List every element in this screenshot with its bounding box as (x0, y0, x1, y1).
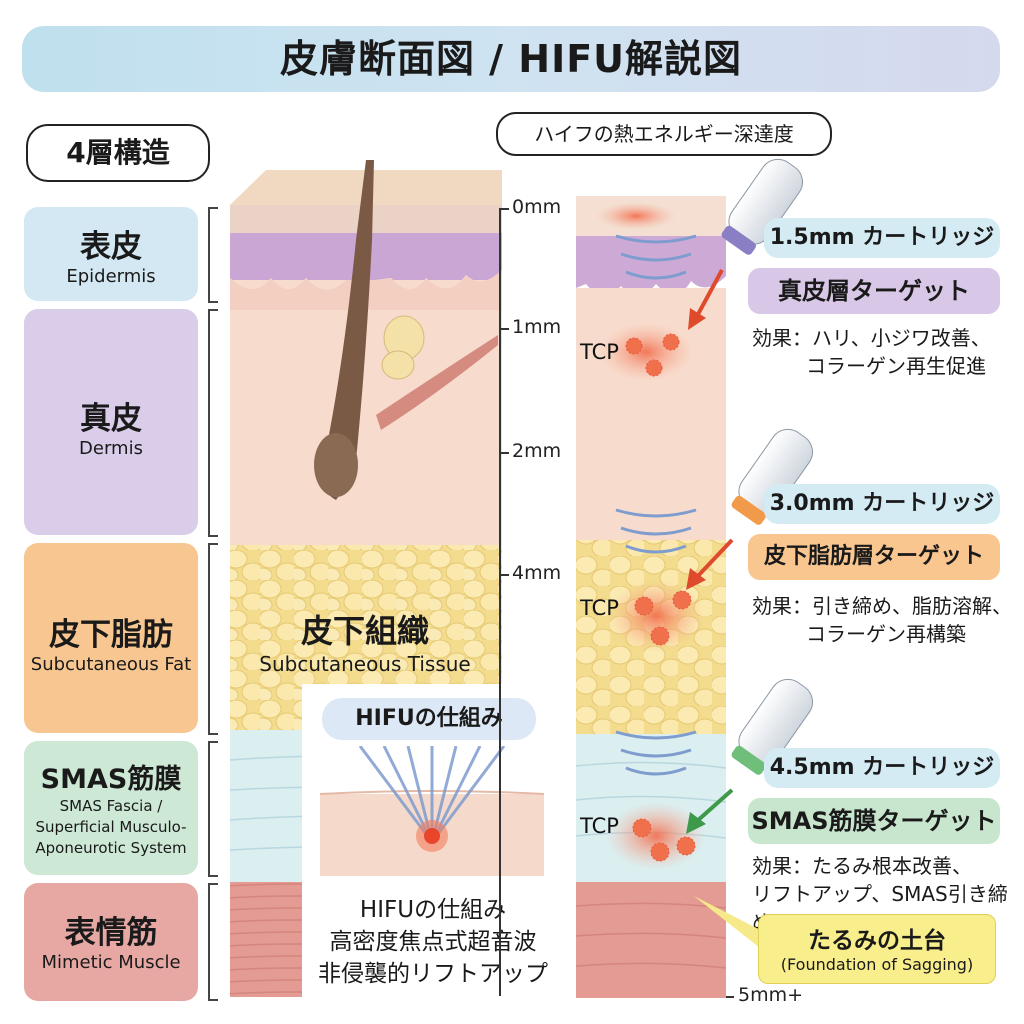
depth-header: ハイフの熱エネルギー深達度 (496, 112, 832, 156)
cartridge-1-label: 1.5mm カートリッジ (764, 218, 1000, 258)
layer-muscle: 表情筋 Mimetic Muscle (24, 883, 198, 1001)
cartridge-1-effect-1: 効果：ハリ、小ジワ改善、 (752, 326, 991, 350)
depth-tick-4 (724, 996, 734, 998)
depth-tick-0 (499, 208, 509, 210)
depth-label-3: 4mm (512, 562, 562, 584)
page-title: 皮膚断面図 / HIFU解説図 (279, 37, 743, 81)
structure-label: 4層構造 (26, 124, 210, 182)
tcp-label-2: TCP (580, 596, 619, 620)
tissue-label-ja: 皮下組織 (300, 612, 429, 650)
layer-epidermis-en: Epidermis (66, 266, 156, 287)
layer-dermis-ja: 真皮 (80, 401, 142, 437)
title-bar: 皮膚断面図 / HIFU解説図 (22, 26, 1000, 92)
foundation-callout: たるみの土台 (Foundation of Sagging) (758, 914, 996, 984)
depth-tick-2 (499, 452, 509, 454)
cartridge-3-effect-1: 効果：たるみ根本改善、 (752, 854, 972, 878)
cartridge-1-effect-2: コラーゲン再生促進 (806, 354, 986, 378)
cartridge-2-label: 3.0mm カートリッジ (764, 484, 1000, 524)
tcp-label-1: TCP (580, 340, 619, 364)
depth-tick-3 (499, 574, 509, 576)
layer-fat-ja: 皮下脂肪 (49, 617, 173, 653)
layer-smas-ja: SMAS筋膜 (40, 764, 182, 795)
bracket-smas (208, 741, 218, 877)
depth-tick-1 (499, 328, 509, 330)
cartridge-devices (686, 158, 813, 834)
layer-dermis-en: Dermis (79, 438, 143, 459)
cartridge-1-target: 真皮層ターゲット (748, 268, 1000, 314)
depth-axis-line (499, 208, 501, 996)
mechanism-line-1: HIFUの仕組み (359, 897, 507, 923)
depth-label-4: 5mm+ (738, 984, 804, 1006)
cartridge-2-target: 皮下脂肪層ターゲット (748, 534, 1000, 580)
bracket-epidermis (208, 207, 218, 303)
layer-muscle-en: Mimetic Muscle (41, 952, 181, 973)
mechanism-header: HIFUの仕組み (322, 698, 536, 740)
tcp-label-3: TCP (580, 814, 619, 838)
layer-fat: 皮下脂肪 Subcutaneous Fat (24, 543, 198, 733)
depth-label-1: 1mm (512, 316, 562, 338)
layer-epidermis-ja: 表皮 (80, 229, 142, 265)
mechanism-line-2: 高密度焦点式超音波 (329, 929, 537, 955)
mechanism-line-3: 非侵襲的リフトアップ (318, 961, 548, 987)
skin-cross-section (229, 160, 502, 997)
layer-epidermis: 表皮 Epidermis (24, 207, 198, 301)
depth-label-2: 2mm (512, 440, 562, 462)
cartridge-2-effect-2: コラーゲン再構築 (806, 622, 966, 646)
bracket-muscle (208, 883, 218, 1001)
layer-smas-en: SMAS Fascia / Superficial Musculo-Aponeu… (35, 797, 187, 857)
layer-dermis: 真皮 Dermis (24, 309, 198, 535)
layer-fat-en: Subcutaneous Fat (30, 654, 192, 675)
bracket-dermis (208, 309, 218, 537)
foundation-pointer (694, 896, 768, 948)
mechanism-panel: HIFUの仕組み HIFUの仕組み 高密度焦点式超音波 非侵襲的リフトアップ (302, 684, 564, 1006)
depth-label-0: 0mm (512, 196, 562, 218)
mechanism-illustration (320, 746, 544, 876)
foundation-en: (Foundation of Sagging) (780, 955, 974, 974)
cartridge-3-target: SMAS筋膜ターゲット (748, 798, 1000, 844)
layer-muscle-ja: 表情筋 (64, 915, 158, 951)
cartridge-2-effect-1: 効果：引き締め、脂肪溶解、 (752, 594, 1012, 618)
layer-smas: SMAS筋膜 SMAS Fascia / Superficial Musculo… (24, 741, 198, 875)
tissue-label-en: Subcutaneous Tissue (259, 652, 471, 676)
cartridge-3-label: 4.5mm カートリッジ (764, 748, 1000, 788)
bracket-fat (208, 543, 218, 735)
tissue-label: 皮下組織 Subcutaneous Tissue (232, 606, 498, 676)
foundation-ja: たるみの土台 (808, 928, 946, 954)
